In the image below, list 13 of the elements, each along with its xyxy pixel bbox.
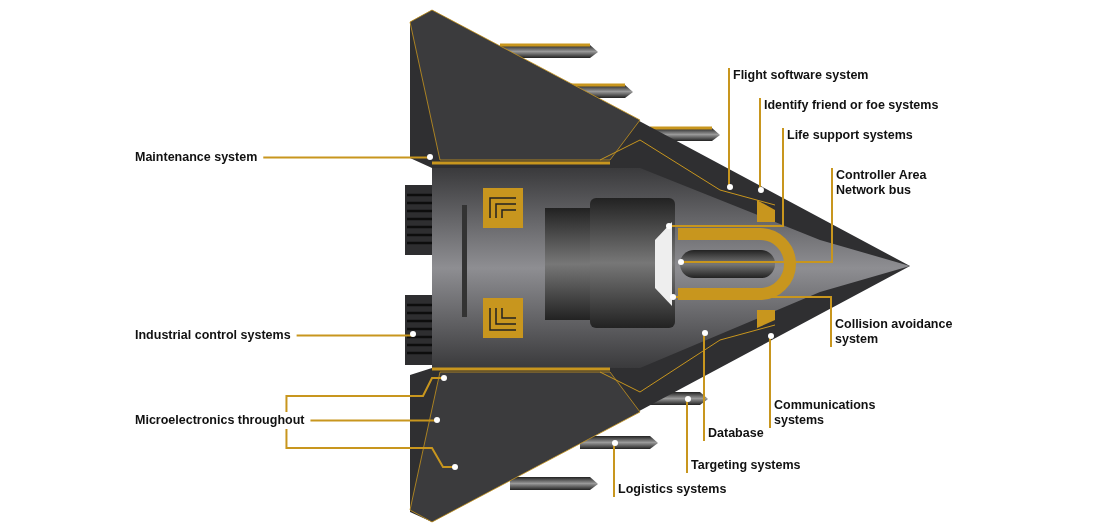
- callout-label: Maintenance system: [135, 150, 258, 165]
- callout-label: Identify friend or foe systems: [764, 98, 939, 113]
- callout-label: Industrial control systems: [135, 328, 291, 343]
- leader-line: [295, 334, 414, 337]
- callout-label: Database: [708, 426, 764, 441]
- callout-label: Communications systems: [774, 398, 894, 428]
- callout-label: Life support systems: [787, 128, 913, 143]
- callout-label: Flight software system: [733, 68, 869, 83]
- callout-label: Logistics systems: [618, 482, 727, 497]
- callout-label: Targeting systems: [691, 458, 801, 473]
- callout-label: Controller Area Network bus: [836, 168, 946, 198]
- callout-label: Microelectronics throughout: [135, 413, 305, 428]
- callout-label: Collision avoidance system: [835, 317, 965, 347]
